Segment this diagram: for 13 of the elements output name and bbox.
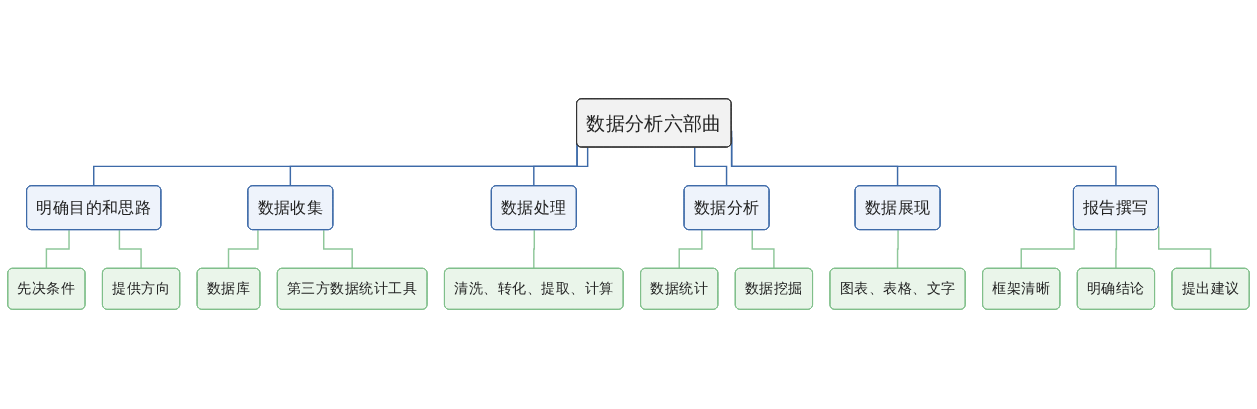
connector <box>533 147 589 188</box>
connector <box>45 229 70 270</box>
connector <box>1020 226 1075 270</box>
connector <box>694 147 728 188</box>
connector <box>533 229 536 270</box>
connector <box>323 229 354 270</box>
connector <box>678 229 703 270</box>
connector <box>118 229 143 270</box>
connector <box>1158 226 1212 270</box>
connector <box>751 229 776 270</box>
connector <box>1115 229 1118 270</box>
connector <box>227 229 259 270</box>
connector <box>896 229 899 270</box>
